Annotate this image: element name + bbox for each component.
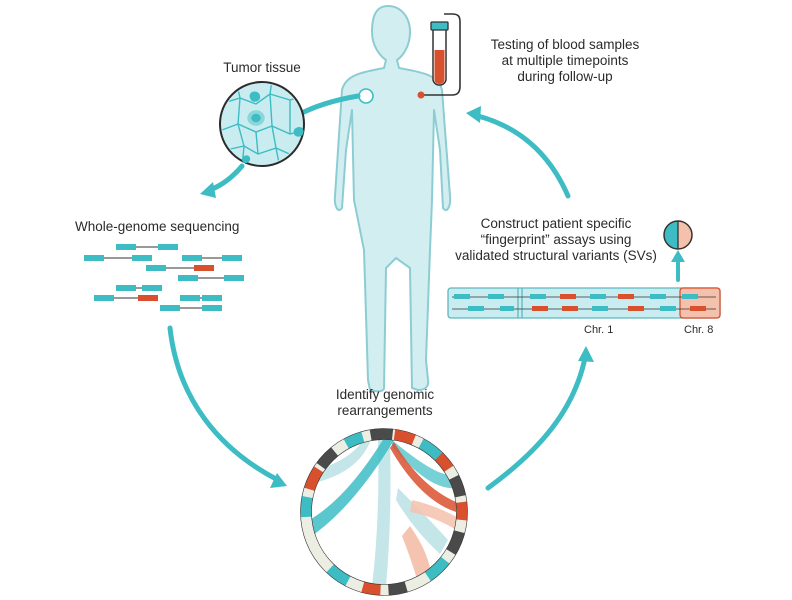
sequencing-reads-icon [84, 244, 244, 311]
chromosome-bar-icon [447, 287, 721, 319]
blood-testing-label: Testing of blood samples at multiple tim… [470, 37, 660, 85]
construct-line-2: “fingerprint” assays using [480, 232, 632, 247]
construct-assay-label: Construct patient specific “fingerprint”… [440, 216, 672, 264]
assay-circle-icon [663, 220, 693, 250]
chr8-label: Chr. 8 [684, 324, 714, 336]
construct-line-1: Construct patient specific [480, 216, 632, 231]
blood-testing-line-3: during follow-up [517, 69, 613, 84]
tumor-tissue-label: Tumor tissue [223, 60, 301, 75]
tissue-site-marker [358, 88, 374, 104]
cycle-arrows [167, 106, 685, 491]
blood-testing-line-2: at multiple timepoints [501, 53, 629, 68]
wgs-label: Whole-genome sequencing [75, 219, 240, 234]
chr1-label: Chr. 1 [584, 324, 614, 336]
construct-line-3: validated structural variants (SVs) [455, 248, 657, 263]
circos-plot-icon [300, 428, 468, 596]
identify-rearrangements-label: Identify genomic rearrangements [310, 387, 460, 419]
identify-line-2: rearrangements [337, 403, 433, 418]
blood-testing-line-1: Testing of blood samples [490, 37, 640, 52]
identify-line-1: Identify genomic [335, 387, 435, 402]
blood-tube-icon [417, 13, 461, 99]
tissue-magnifier-icon [219, 81, 305, 167]
